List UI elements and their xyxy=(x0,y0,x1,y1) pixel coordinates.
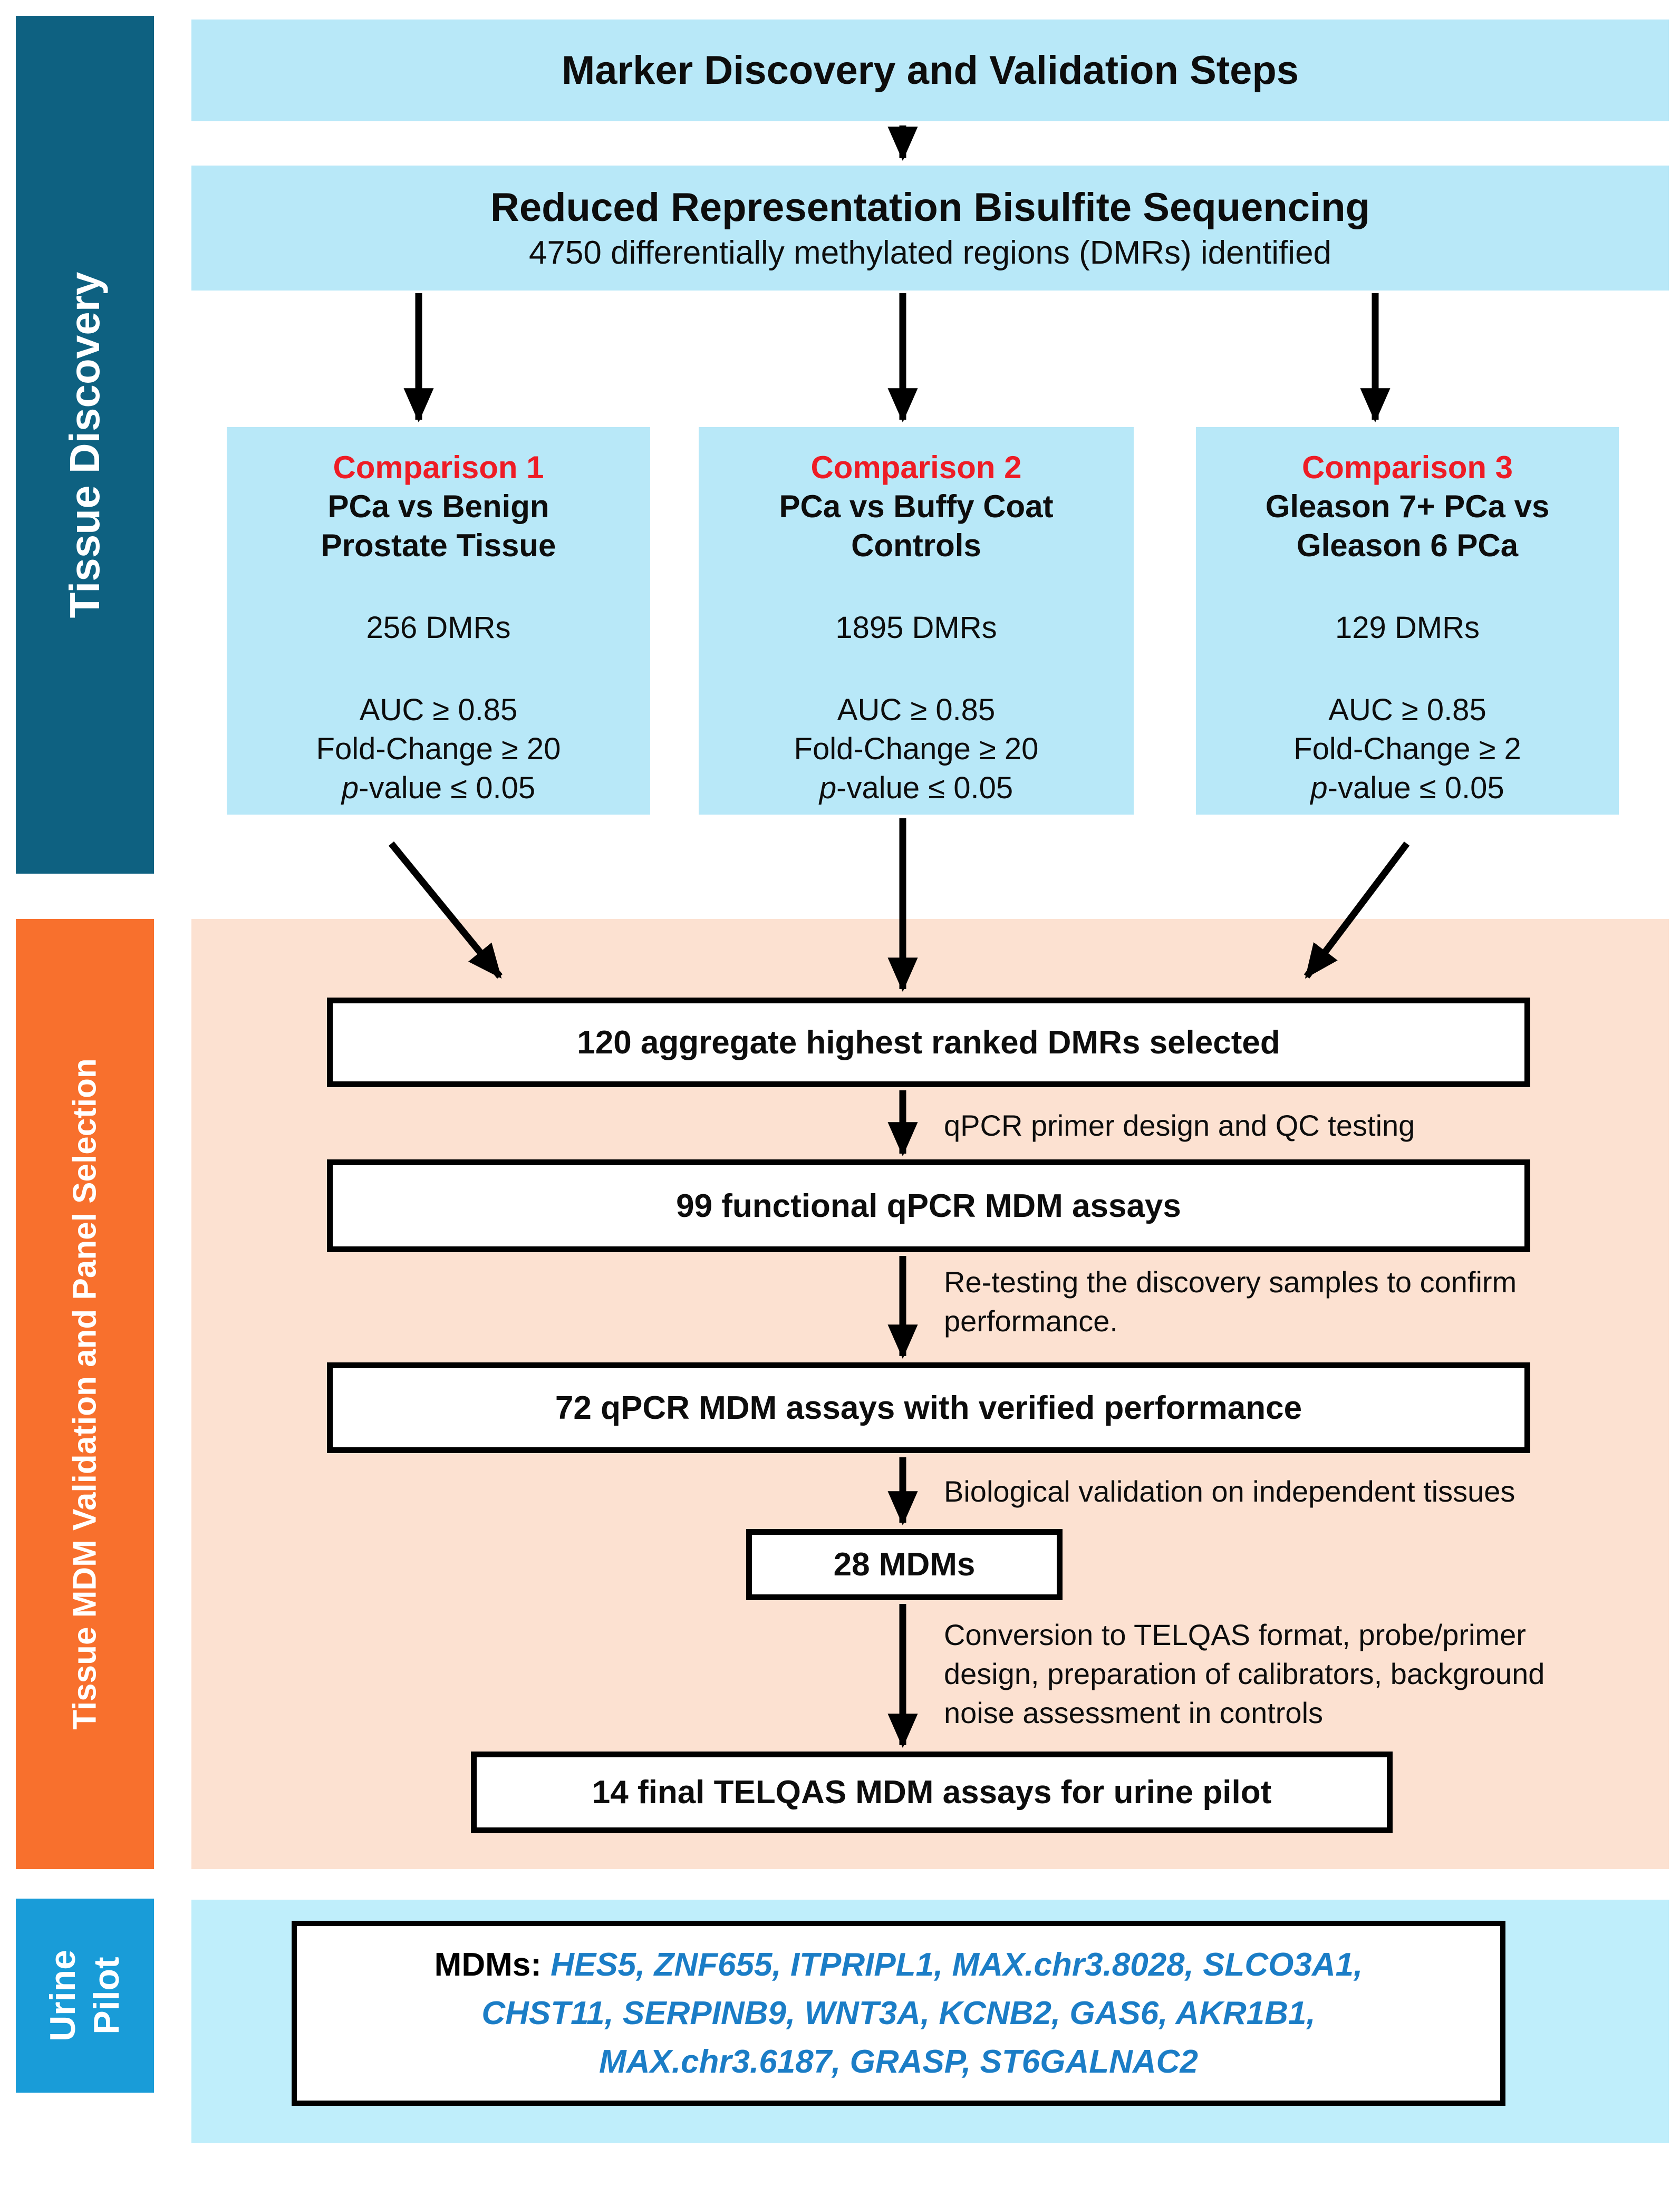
comparison-1-auc: AUC ≥ 0.85 xyxy=(359,693,518,727)
comparison-2-dmr-count: 1895 DMRs xyxy=(835,611,997,645)
rrbs-band: Reduced Representation Bisulfite Sequenc… xyxy=(191,166,1669,291)
tissue-discovery-label: Tissue Discovery xyxy=(61,272,108,618)
title-band: Marker Discovery and Validation Steps xyxy=(191,20,1669,121)
comparison-2-heading: Comparison 2 xyxy=(810,450,1022,485)
sidebar-section-tissue-mdm-validation: Tissue MDM Validation and Panel Selectio… xyxy=(16,919,154,1869)
sidebar-section-tissue-discovery: Tissue Discovery xyxy=(16,16,154,874)
comparison-1-dmr-count: 256 DMRs xyxy=(366,611,511,645)
mdm-gene-line-2: CHST11, SERPINB9, WNT3A, KCNB2, GAS6, AK… xyxy=(481,1995,1316,2031)
comparison-1-box: Comparison 1 PCa vs Benign Prostate Tiss… xyxy=(227,427,650,815)
page-title: Marker Discovery and Validation Steps xyxy=(561,48,1299,93)
comparison-3-name-line2: Gleason 6 PCa xyxy=(1296,528,1519,563)
comparison-3-name-line1: Gleason 7+ PCa vs xyxy=(1265,489,1550,524)
comparison-1-name-line1: PCa vs Benign xyxy=(327,489,549,524)
comparison-2-auc: AUC ≥ 0.85 xyxy=(837,693,996,727)
step-28-mdms-box: 28 MDMs xyxy=(746,1529,1063,1600)
label-retesting-discovery-samples: Re-testing the discovery samples to conf… xyxy=(944,1265,1517,1338)
comparison-1-p-value: p-value ≤ 0.05 xyxy=(341,771,536,805)
comparison-3-fold-change: Fold-Change ≥ 2 xyxy=(1293,732,1521,766)
comparison-1-name-line2: Prostate Tissue xyxy=(321,528,556,563)
comparison-1-heading: Comparison 1 xyxy=(333,450,544,485)
label-telqas-conversion: Conversion to TELQAS format, probe/prime… xyxy=(944,1618,1545,1729)
sidebar-section-urine-pilot: Urine Pilot xyxy=(16,1899,154,2093)
mdm-gene-list-box: MDMs: HES5, ZNF655, ITPRIPL1, MAX.chr3.8… xyxy=(292,1921,1505,2106)
comparison-2-box: Comparison 2 PCa vs Buffy Coat Controls … xyxy=(699,427,1134,815)
label-biological-validation: Biological validation on independent tis… xyxy=(944,1475,1515,1508)
rrbs-subtitle: 4750 differentially methylated regions (… xyxy=(528,235,1332,272)
comparison-3-box: Comparison 3 Gleason 7+ PCa vs Gleason 6… xyxy=(1196,427,1619,815)
comparison-2-name-line2: Controls xyxy=(851,528,981,563)
label-qpcr-primer-design: qPCR primer design and QC testing xyxy=(944,1109,1415,1142)
step-72-assays-box: 72 qPCR MDM assays with verified perform… xyxy=(327,1362,1530,1453)
comparison-3-heading: Comparison 3 xyxy=(1301,450,1513,485)
tissue-mdm-validation-label: Tissue MDM Validation and Panel Selectio… xyxy=(66,1058,103,1730)
rrbs-title: Reduced Representation Bisulfite Sequenc… xyxy=(490,185,1370,230)
comparison-3-dmr-count: 129 DMRs xyxy=(1335,611,1480,645)
comparison-2-name-line1: PCa vs Buffy Coat xyxy=(779,489,1054,524)
mdm-gene-line-3: MAX.chr3.6187, GRASP, ST6GALNAC2 xyxy=(599,2043,1198,2080)
step-14-final-assays-box: 14 final TELQAS MDM assays for urine pil… xyxy=(471,1752,1393,1833)
comparison-3-p-value: p-value ≤ 0.05 xyxy=(1310,771,1504,805)
comparison-2-p-value: p-value ≤ 0.05 xyxy=(819,771,1013,805)
comparison-1-fold-change: Fold-Change ≥ 20 xyxy=(316,732,561,766)
urine-pilot-label: Urine Pilot xyxy=(43,1950,127,2041)
step-120-dmrs-box: 120 aggregate highest ranked DMRs select… xyxy=(327,998,1530,1087)
comparison-3-auc: AUC ≥ 0.85 xyxy=(1328,693,1486,727)
step-99-assays-box: 99 functional qPCR MDM assays xyxy=(327,1159,1530,1252)
comparison-2-fold-change: Fold-Change ≥ 20 xyxy=(794,732,1039,766)
mdm-gene-line-1: MDMs: HES5, ZNF655, ITPRIPL1, MAX.chr3.8… xyxy=(434,1946,1363,1983)
